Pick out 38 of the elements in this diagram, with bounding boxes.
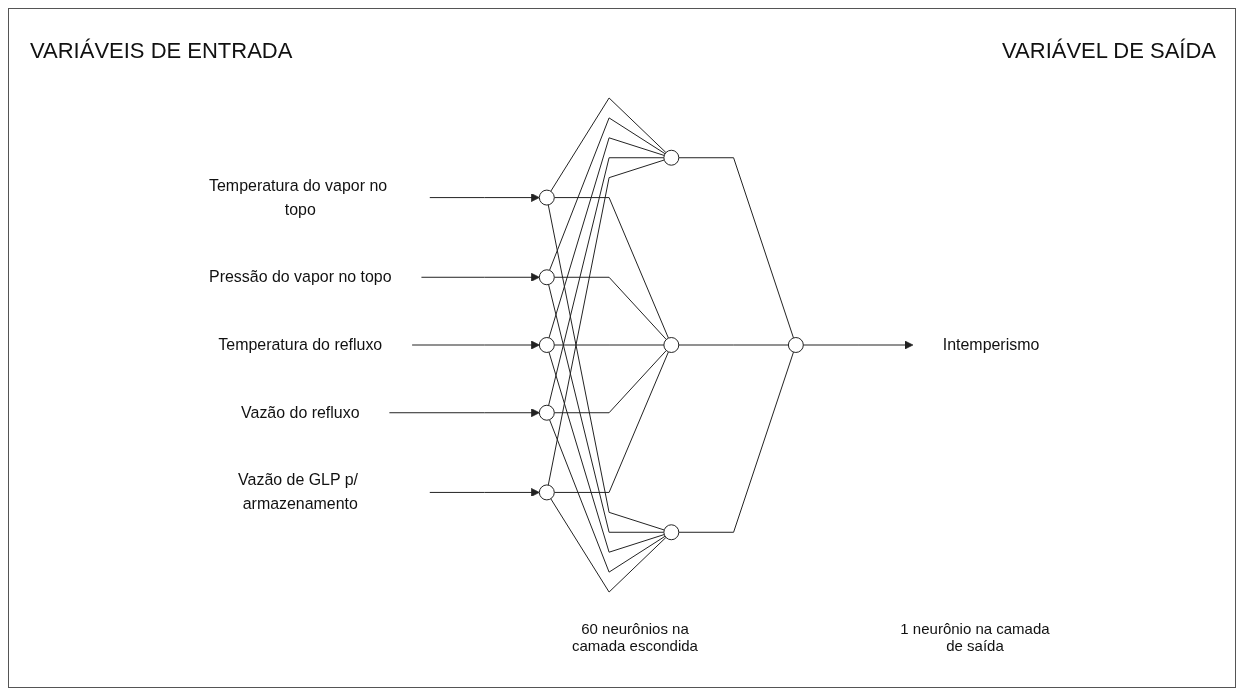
connector xyxy=(553,351,669,493)
connector xyxy=(549,117,666,271)
connector xyxy=(678,157,794,339)
arrow xyxy=(388,408,540,418)
connector xyxy=(548,137,665,339)
connector xyxy=(549,419,666,573)
connector xyxy=(547,204,665,531)
node-circle xyxy=(663,337,680,353)
node-circle xyxy=(538,404,555,421)
connector xyxy=(548,351,665,553)
node-text: Temperatura do refluxo xyxy=(218,336,383,353)
node-circle xyxy=(538,269,555,286)
connector xyxy=(553,276,667,340)
connector xyxy=(550,97,667,192)
node-circle xyxy=(787,337,804,353)
node-text: Intemperismo xyxy=(942,336,1040,353)
connector xyxy=(547,159,665,486)
connector xyxy=(548,157,665,406)
node-circle xyxy=(538,337,555,353)
connector xyxy=(553,350,667,414)
caption: 1 neurônio na camada de saída xyxy=(900,620,1050,654)
connector xyxy=(678,344,789,346)
caption: 60 neurônios na camada escondida xyxy=(571,620,699,654)
node-text: Vazão de GLP p/ armazenamento xyxy=(238,471,359,513)
connector xyxy=(678,351,794,533)
node-circle xyxy=(538,484,555,501)
connector xyxy=(548,284,665,533)
node-circle xyxy=(663,524,680,541)
node-circle xyxy=(538,189,555,206)
node-text: Temperatura do vapor no topo xyxy=(209,176,388,218)
connector xyxy=(550,498,667,593)
node-circle xyxy=(663,149,680,166)
node-text: Vazão do refluxo xyxy=(241,403,360,421)
connector xyxy=(553,197,669,339)
heading: VARIÁVEIS DE ENTRADA xyxy=(30,38,293,64)
connector xyxy=(553,344,665,346)
node-text: Pressão do vapor no topo xyxy=(209,268,392,286)
heading: VARIÁVEL DE SAÍDA xyxy=(1002,38,1216,64)
